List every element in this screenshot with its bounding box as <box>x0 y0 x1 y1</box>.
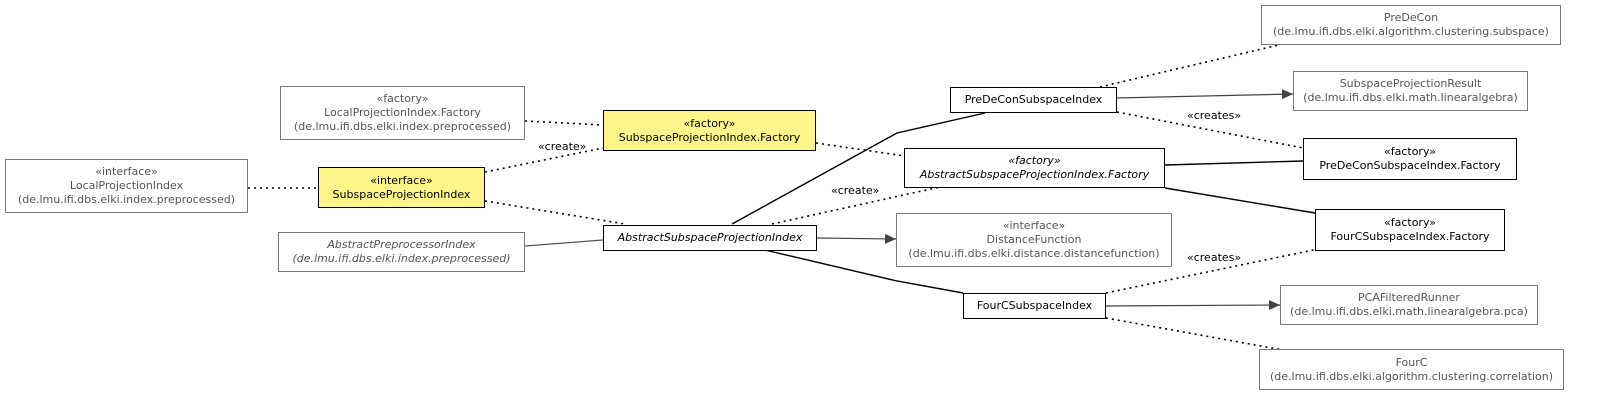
class-name: AbstractSubspaceProjectionIndex.Factory <box>919 168 1150 181</box>
class-node-fourc[interactable]: FourC (de.lmu.ifi.dbs.elki.algorithm.clu… <box>1259 349 1564 390</box>
edge-fourcindex-creates-factory <box>1105 248 1319 294</box>
class-node-predecon-subspace-index-factory[interactable]: «factory» PreDeConSubspaceIndex.Factory <box>1303 138 1517 180</box>
package-name: (de.lmu.ifi.dbs.elki.math.linearalgebra.… <box>1290 305 1528 318</box>
class-name: FourCSubspaceIndex <box>976 299 1093 312</box>
package-name: (de.lmu.ifi.dbs.elki.distance.distancefu… <box>908 247 1160 260</box>
edge-label-create-top: «create» <box>538 140 587 153</box>
class-name: SubspaceProjectionResult <box>1339 77 1482 90</box>
class-name: FourC <box>1395 355 1428 369</box>
edge-localfactory-to-subspacefactory <box>524 120 604 126</box>
class-name: DistanceFunction <box>986 233 1082 246</box>
edge-predeconindex-creates-factory <box>1116 111 1304 149</box>
class-node-distance-function[interactable]: «interface» DistanceFunction (de.lmu.ifi… <box>896 213 1172 267</box>
class-node-fourc-subspace-index-factory[interactable]: «factory» FourCSubspaceIndex.Factory <box>1315 209 1505 251</box>
class-node-abstract-subspace-projection-index-factory[interactable]: «factory» AbstractSubspaceProjectionInde… <box>904 148 1165 188</box>
package-name: (de.lmu.ifi.dbs.elki.algorithm.clusterin… <box>1269 369 1553 383</box>
class-node-pca-filtered-runner[interactable]: PCAFilteredRunner (de.lmu.ifi.dbs.elki.m… <box>1280 285 1538 325</box>
edge-abstractindex-uses-distancefunction <box>816 233 897 244</box>
stereotype: «factory» <box>376 92 429 105</box>
class-name: AbstractSubspaceProjectionIndex <box>617 231 803 244</box>
class-name: LocalProjectionIndex <box>69 179 184 192</box>
package-name: (de.lmu.ifi.dbs.elki.algorithm.clusterin… <box>1273 25 1549 38</box>
class-node-local-projection-index[interactable]: «interface» LocalProjectionIndex (de.lmu… <box>5 159 248 213</box>
edge-abstractindex-to-predeconindex <box>731 112 986 225</box>
class-name: PreDeCon <box>1383 11 1439 24</box>
class-node-abstract-preprocessor-index[interactable]: AbstractPreprocessorIndex (de.lmu.ifi.db… <box>278 232 525 272</box>
edge-fourcindex-to-fourc <box>1105 317 1284 351</box>
class-name: SubspaceProjectionIndex <box>332 187 471 201</box>
stereotype: «factory» <box>1383 216 1436 229</box>
class-node-fourc-subspace-index[interactable]: FourCSubspaceIndex <box>963 293 1106 319</box>
edge-subspacefactory-to-abstractfactory <box>815 142 906 157</box>
class-node-abstract-subspace-projection-index[interactable]: AbstractSubspaceProjectionIndex <box>603 225 817 251</box>
class-name: PreDeConSubspaceIndex <box>964 93 1103 106</box>
package-name: (de.lmu.ifi.dbs.elki.index.preprocessed) <box>17 193 236 206</box>
class-name: PCAFilteredRunner <box>1358 291 1460 304</box>
edge-abstractfactory-to-fourcfactory <box>1164 187 1316 214</box>
class-node-predecon[interactable]: PreDeCon (de.lmu.ifi.dbs.elki.algorithm.… <box>1261 5 1561 45</box>
edge-abstractindex-to-fourcindex <box>764 249 964 294</box>
stereotype: «interface» <box>370 173 433 187</box>
class-name: PreDeConSubspaceIndex.Factory <box>1319 159 1501 172</box>
edge-label-creates-top: «creates» <box>1187 109 1242 122</box>
class-name: SubspaceProjectionIndex.Factory <box>618 130 801 144</box>
edge-preprocessor-to-abstractindex <box>524 239 604 247</box>
stereotype: «interface» <box>95 165 158 178</box>
edge-predeconindex-uses-result <box>1116 89 1294 100</box>
package-name: (de.lmu.ifi.dbs.elki.index.preprocessed) <box>293 120 512 133</box>
class-node-subspace-projection-result[interactable]: SubspaceProjectionResult (de.lmu.ifi.dbs… <box>1293 71 1528 111</box>
edge-abstractfactory-to-predeconfactory <box>1164 160 1304 166</box>
edge-subspaceindex-creates-subspacefactory <box>484 147 604 173</box>
edge-label-create-mid: «create» <box>831 184 880 197</box>
edge-subspaceindex-to-abstractindex <box>484 200 626 225</box>
class-node-predecon-subspace-index[interactable]: PreDeConSubspaceIndex <box>950 87 1117 113</box>
stereotype: «factory» <box>1008 154 1061 167</box>
package-name: (de.lmu.ifi.dbs.elki.math.linearalgebra) <box>1303 91 1518 104</box>
class-node-local-projection-index-factory[interactable]: «factory» LocalProjectionIndex.Factory (… <box>280 86 525 140</box>
edge-label-creates-bottom: «creates» <box>1187 251 1242 264</box>
class-node-subspace-projection-index-factory[interactable]: «factory» SubspaceProjectionIndex.Factor… <box>603 110 816 151</box>
stereotype: «factory» <box>1383 145 1436 158</box>
edge-fourcindex-uses-pcarunner <box>1105 300 1281 311</box>
class-node-subspace-projection-index[interactable]: «interface» SubspaceProjectionIndex <box>318 167 485 208</box>
class-name: AbstractPreprocessorIndex <box>327 238 476 251</box>
class-name: LocalProjectionIndex.Factory <box>324 106 481 119</box>
edge-predeconindex-to-predecon <box>1099 43 1284 88</box>
package-name: (de.lmu.ifi.dbs.elki.index.preprocessed) <box>292 252 511 265</box>
class-name: FourCSubspaceIndex.Factory <box>1330 230 1490 243</box>
stereotype: «interface» <box>1002 219 1066 232</box>
stereotype: «factory» <box>683 116 736 130</box>
